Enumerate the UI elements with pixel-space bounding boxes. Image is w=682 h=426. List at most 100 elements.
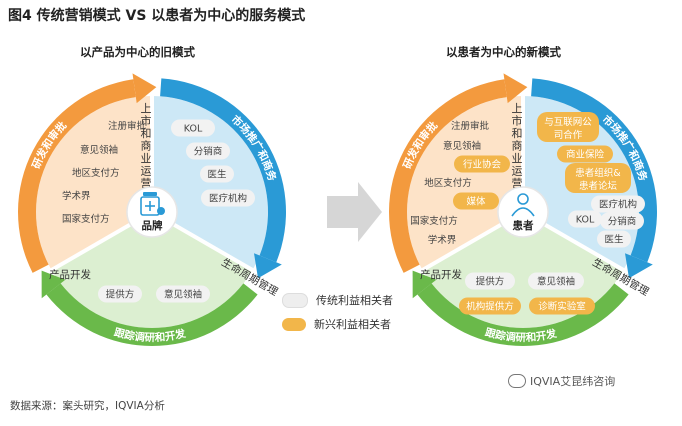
left-blue-chip-label: 医疗机构	[209, 193, 247, 205]
left-orange-item: 国家支付方	[62, 213, 110, 225]
right-orange-arrowhead	[503, 73, 528, 104]
right-blue-chip-bg	[591, 195, 645, 213]
left-green-arrowhead	[41, 270, 66, 299]
patient-person-icon	[511, 193, 535, 217]
left-vertical-char: 上	[141, 102, 152, 115]
right-blue-chip-label: 医生	[604, 234, 624, 246]
right-blue-chip: 商业保险	[557, 145, 613, 163]
left-blue-chip-label: 医生	[207, 169, 227, 181]
right-arc-bottom-label-path: 跟踪调研和开发	[484, 327, 559, 345]
left-blue-chip-label: 分销商	[194, 146, 223, 158]
left-vertical-char: 运	[141, 165, 152, 178]
legend-emerging-label: 新兴利益相关者	[314, 318, 391, 331]
right-green-chip-label: 提供方	[476, 276, 505, 288]
data-source-note: 数据来源：案头研究，IQVIA分析	[10, 400, 165, 412]
left-blue-chip: 医疗机构	[201, 189, 255, 207]
medicine-bottle-icon	[140, 192, 165, 216]
right-green-chip-bg	[465, 272, 515, 290]
right-vertical-char: 营	[512, 176, 523, 190]
legend-traditional: 传统利益相关者	[282, 292, 393, 308]
left-arc-bottom-label: 跟踪调研和开发	[113, 327, 188, 345]
right-green-chip: 机构提供方	[459, 297, 521, 315]
right-green-chip: 提供方	[465, 272, 515, 290]
right-blue-chip-label: 商业保险	[566, 149, 605, 161]
right-vertical-char: 商	[512, 139, 523, 153]
right-vertical-char: 上	[512, 102, 523, 115]
right-orange-arc	[389, 79, 507, 273]
left-blue-chip: 分销商	[186, 142, 230, 160]
right-green-chip: 诊断实验室	[529, 297, 595, 315]
left-vertical-char: 市	[141, 114, 152, 128]
right-vertical-char: 业	[512, 152, 523, 165]
left-orange-item: 地区支付方	[72, 167, 120, 179]
left-green-chip-bg	[98, 285, 142, 303]
right-blue-chip-bg	[600, 212, 644, 230]
right-blue-chip-bg	[537, 112, 599, 142]
right-green-arrowhead	[412, 270, 437, 299]
right-blue-chip-bg	[597, 230, 631, 248]
wechat-icon	[508, 374, 526, 388]
watermark: IQVIA艾昆纬咨询	[508, 373, 615, 389]
left-orange-item: 注册审批	[108, 120, 147, 132]
left-blue-chip-bg	[201, 189, 255, 207]
patient-body	[511, 207, 535, 217]
right-vertical-char: 市	[512, 114, 523, 128]
left-blue-arrowhead	[253, 253, 282, 279]
pill	[157, 207, 165, 215]
right-orange-chip-bg	[453, 192, 499, 210]
transition-arrow	[327, 182, 382, 242]
left-subtitle: 以产品为中心的旧模式	[80, 45, 195, 59]
left-blue-chip-label: KOL	[184, 124, 203, 135]
left-blue-arc	[160, 78, 286, 263]
left-green-chip: 提供方	[98, 285, 142, 303]
right-arc-bottom-label: 跟踪调研和开发	[484, 327, 559, 345]
right-orange-item: 注册审批	[451, 120, 490, 132]
right-blue-chip-label: 医疗机构	[599, 199, 637, 211]
left-orange-arc	[18, 79, 136, 273]
left-vertical-char: 业	[141, 152, 152, 165]
left-blue-chip: KOL	[171, 119, 215, 137]
right-blue-chip: 医疗机构	[591, 195, 645, 213]
right-blue-chip-bg	[557, 145, 613, 163]
right-orange-chip-label: 媒体	[466, 196, 486, 208]
left-green-arc	[46, 283, 258, 346]
figure-title: 图4 传统营销模式 VS 以患者为中心的服务模式	[8, 8, 306, 24]
right-orange-chip: 行业协会	[454, 155, 510, 173]
left-orange-arrowhead	[132, 73, 157, 104]
right-blue-chip: 医生	[597, 230, 631, 248]
left-vertical-char: 商	[141, 139, 152, 153]
right-vertical-label: 上市和商业运营	[512, 102, 523, 190]
right-side-left-label: 产品开发	[420, 268, 462, 281]
right-orange-item: 学术界	[428, 234, 457, 246]
right-green-arc	[417, 283, 629, 346]
right-green-chip-bg	[459, 297, 521, 315]
left-vertical-label: 上市和商业运营	[141, 102, 152, 190]
watermark-text: IQVIA艾昆纬咨询	[530, 375, 616, 388]
legend-emerging: 新兴利益相关者	[282, 316, 391, 332]
right-center-circle	[497, 186, 549, 238]
right-blue-chip-label: 分销商	[608, 216, 637, 228]
left-green-chip-bg	[156, 285, 210, 303]
right-blue-chip: 患者组织&患者论坛	[565, 163, 631, 193]
right-center-label: 患者	[513, 219, 534, 232]
right-blue-chip: 分销商	[600, 212, 644, 230]
right-vertical-char: 运	[512, 165, 523, 178]
right-orange-chip-label: 行业协会	[463, 159, 502, 171]
right-green-chip: 意见领袖	[528, 272, 584, 290]
left-vertical-char: 和	[141, 127, 152, 140]
right-blue-chip-bg	[568, 210, 602, 228]
right-blue-chip: KOL	[568, 210, 602, 228]
left-vertical-char: 营	[141, 176, 152, 190]
left-green-chip-label: 提供方	[106, 289, 135, 301]
legend-emerging-swatch	[282, 317, 306, 331]
right-orange-item: 国家支付方	[410, 215, 458, 227]
patient-head	[517, 193, 529, 205]
right-blue-arrowhead	[624, 253, 653, 279]
left-orange-item: 学术界	[62, 190, 91, 202]
left-arc-bottom-label-path: 跟踪调研和开发	[113, 327, 188, 345]
left-blue-chip-bg	[171, 119, 215, 137]
right-blue-chip-label: KOL	[576, 215, 595, 226]
right-blue-chip-bg	[565, 163, 631, 193]
right-orange-item: 意见领袖	[443, 140, 481, 152]
